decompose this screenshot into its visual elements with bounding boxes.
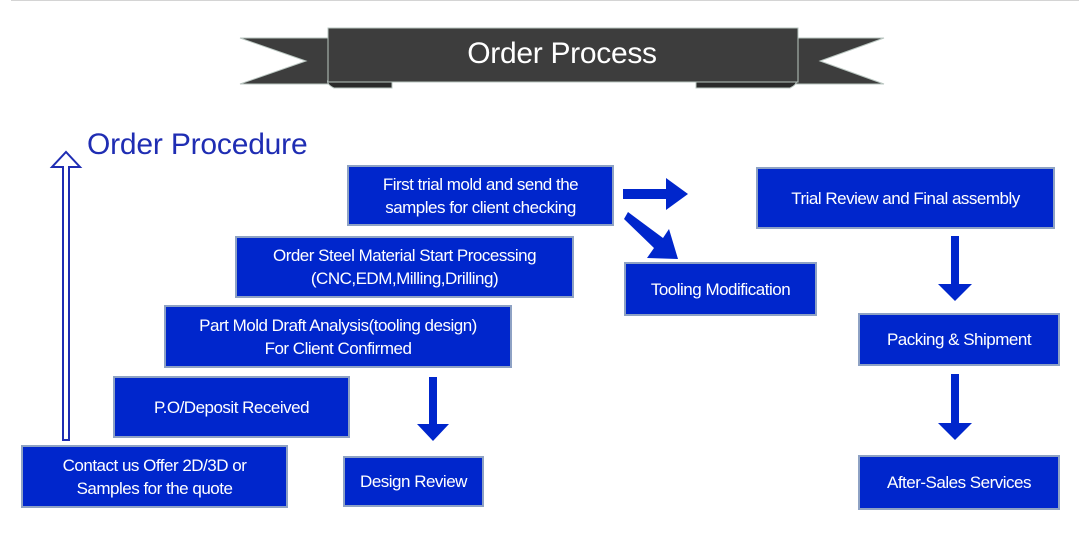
step-part-mold-draft: Part Mold Draft Analysis(tooling design)… <box>164 305 512 368</box>
banner-title: Order Process <box>467 37 657 70</box>
down-arrow-after-sales-icon <box>938 374 972 440</box>
down-arrow-design-review-icon <box>417 377 449 441</box>
step-po-deposit: P.O/Deposit Received <box>113 376 350 438</box>
step-contact-quote: Contact us Offer 2D/3D or Samples for th… <box>21 445 288 508</box>
step-first-trial: First trial mold and send the samples fo… <box>347 165 614 226</box>
hollow-up-arrow-icon <box>49 150 83 441</box>
right-arrow-trial-review-icon <box>623 178 688 210</box>
section-title: Order Procedure <box>87 128 308 161</box>
down-arrow-packing-icon <box>938 236 972 301</box>
step-design-review: Design Review <box>343 456 484 507</box>
ribbon-main-band <box>327 27 799 83</box>
title-ribbon-banner <box>239 27 885 89</box>
step-after-sales: After-Sales Services <box>858 455 1060 510</box>
step-trial-review-assembly: Trial Review and Final assembly <box>756 167 1055 229</box>
step-order-steel: Order Steel Material Start Processing (C… <box>235 236 574 298</box>
top-divider <box>11 0 1079 1</box>
step-packing-shipment: Packing & Shipment <box>858 313 1060 366</box>
diagonal-arrow-tooling-icon <box>624 212 678 259</box>
step-tooling-modification: Tooling Modification <box>624 262 817 316</box>
